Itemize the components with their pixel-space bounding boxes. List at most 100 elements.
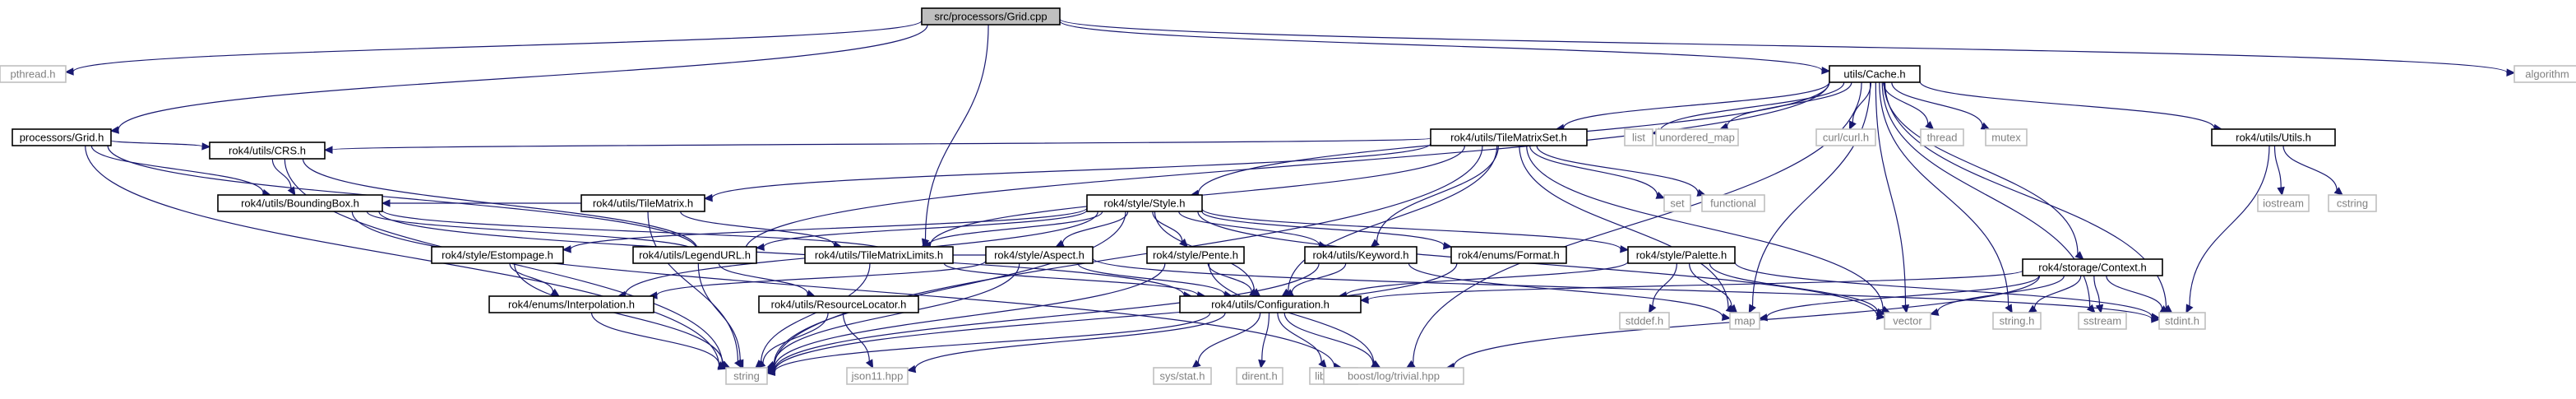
node-dirent: dirent.h [1236,367,1283,385]
edge-arrowhead [1721,313,1732,321]
edge-arrowhead [1821,66,1831,75]
node-box [1884,312,1931,330]
node-label: src/processors/Grid.cpp [934,11,1047,23]
node-aspect-h[interactable]: rok4/style/Aspect.h [985,246,1094,264]
node-tmlimits-h[interactable]: rok4/utils/TileMatrixLimits.h [804,246,954,264]
node-label: sys/stat.h [1160,370,1205,383]
node-box [2158,312,2206,330]
node-context-h[interactable]: rok4/storage/Context.h [2022,258,2163,276]
edge-context_h-to-stdint [2106,275,2163,309]
node-configuration-h[interactable]: rok4/utils/Configuration.h [1179,295,1362,313]
node-grid-cpp[interactable]: src/processors/Grid.cpp [921,7,1061,26]
edge-arrowhead [287,186,296,197]
edge-context_h-to-string_h [2033,275,2082,309]
node-box [431,246,564,264]
node-box [1815,128,1876,146]
node-utils-h[interactable]: rok4/utils/Utils.h [2211,128,2336,146]
edge-aspect_h-to-interpolation_h [656,260,987,296]
edge-tmlimits_h-to-configuration_h [943,262,1199,296]
node-pente-h[interactable]: rok4/style/Pente.h [1146,246,1245,264]
edge-arrowhead [1620,245,1630,253]
edge-arrowhead [1258,359,1266,369]
edge-arrowhead [1648,304,1657,314]
edge-arrowhead [381,199,391,207]
node-box [1086,194,1203,212]
node-resourcelocator-h[interactable]: rok4/utils/ResourceLocator.h [758,295,919,313]
node-bbox-h[interactable]: rok4/utils/BoundingBox.h [217,194,383,212]
edge-estompage_h-to-interpolation_h [509,262,554,293]
edge-context_h-to-sstream [2093,275,2101,306]
node-keyword-h[interactable]: rok4/utils/Keyword.h [1304,246,1417,264]
node-box [1179,295,1362,313]
node-iostream: iostream [2257,194,2310,212]
node-box [1701,194,1765,212]
node-box [2328,194,2377,212]
node-box [580,194,705,212]
node-estompage-h[interactable]: rok4/style/Estompage.h [431,246,564,264]
edge-tilematrixset_h-to-crs_h [331,137,1431,151]
node-cache-h[interactable]: utils/Cache.h [1829,65,1921,83]
edge-arrowhead [1748,304,1756,314]
edge-palette_h-to-vector [1709,262,1878,313]
node-stdint: stdint.h [2158,312,2206,330]
edge-tilematrixset_h-to-functional [1536,145,1699,193]
node-box [488,295,654,313]
edge-cache_h-to-mutex [1891,81,1983,127]
node-box [846,367,909,385]
node-box [2078,312,2127,330]
edge-resourcelocator_h-to-string [762,312,829,364]
edge-cache_h-to-context_h [1883,81,2079,255]
node-label: rok4/utils/Configuration.h [1211,299,1330,311]
node-box [1729,312,1760,330]
node-palette-h[interactable]: rok4/style/Palette.h [1627,246,1736,264]
edge-palette_h-to-configuration_h [1345,261,1629,296]
node-label: sstream [2083,315,2121,327]
edge-arrowhead [2151,313,2161,321]
node-tilematrixset-h[interactable]: rok4/utils/TileMatrixSet.h [1430,128,1588,146]
edge-context_h-to-configuration_h [1367,270,2023,301]
node-grid-h[interactable]: processors/Grid.h [12,128,112,146]
edge-arrowhead [1370,239,1380,248]
edge-arrowhead [1359,295,1369,304]
edge-configuration_h-to-boost_trivial [1283,312,1374,364]
node-box [1146,246,1245,264]
node-box [632,246,757,264]
edge-style_h-to-legendurl_h [763,209,1088,248]
edge-legendurl_h-to-resourcelocator_h [718,262,808,295]
node-label: rok4/style/Pente.h [1153,249,1238,262]
node-tilematrix-h[interactable]: rok4/utils/TileMatrix.h [580,194,705,212]
edge-tilematrixset_h-to-vector [1526,145,1884,310]
edge-arrowhead [2005,304,2013,314]
edge-arrowhead [1901,304,1910,314]
edge-aspect_h-to-string [773,262,1020,365]
node-box [209,142,326,160]
node-label: set [1670,197,1685,210]
node-box [1153,367,1212,385]
edge-style_h-to-pente_h [1152,211,1183,242]
node-format-h[interactable]: rok4/enums/Format.h [1450,246,1567,264]
edge-crs_h-to-bbox_h [271,158,292,189]
node-label: rok4/style/Estompage.h [442,249,553,262]
node-interpolation-h[interactable]: rok4/enums/Interpolation.h [488,295,654,313]
node-box [1992,312,2042,330]
edge-arrowhead [1925,120,1935,130]
edge-palette_h-to-stdint [1734,262,2153,318]
node-label: stddef.h [1626,315,1663,327]
node-crs-h[interactable]: rok4/utils/CRS.h [209,142,326,160]
node-string-h: string.h [1992,312,2042,330]
node-label: rok4/utils/TileMatrixLimits.h [815,249,943,262]
node-legendurl-h[interactable]: rok4/utils/LegendURL.h [632,246,757,264]
node-label: mutex [1991,132,2021,144]
node-label: rok4/utils/TileMatrix.h [593,197,693,210]
edge-cache_h-to-tilematrixset_h [1563,81,1830,128]
edge-arrowhead [1655,191,1666,199]
node-box [1985,128,2028,146]
node-boost-trivial: boost/log/trivial.hpp [1323,367,1464,385]
node-style-h[interactable]: rok4/style/Style.h [1086,194,1203,212]
edge-tilematrixset_h-to-configuration_h [1288,145,1498,292]
node-label: functional [1710,197,1756,210]
edge-arrowhead [765,368,776,376]
node-box [2257,194,2310,212]
edge-arrowhead [2086,304,2096,313]
edge-arrowhead [323,146,333,154]
